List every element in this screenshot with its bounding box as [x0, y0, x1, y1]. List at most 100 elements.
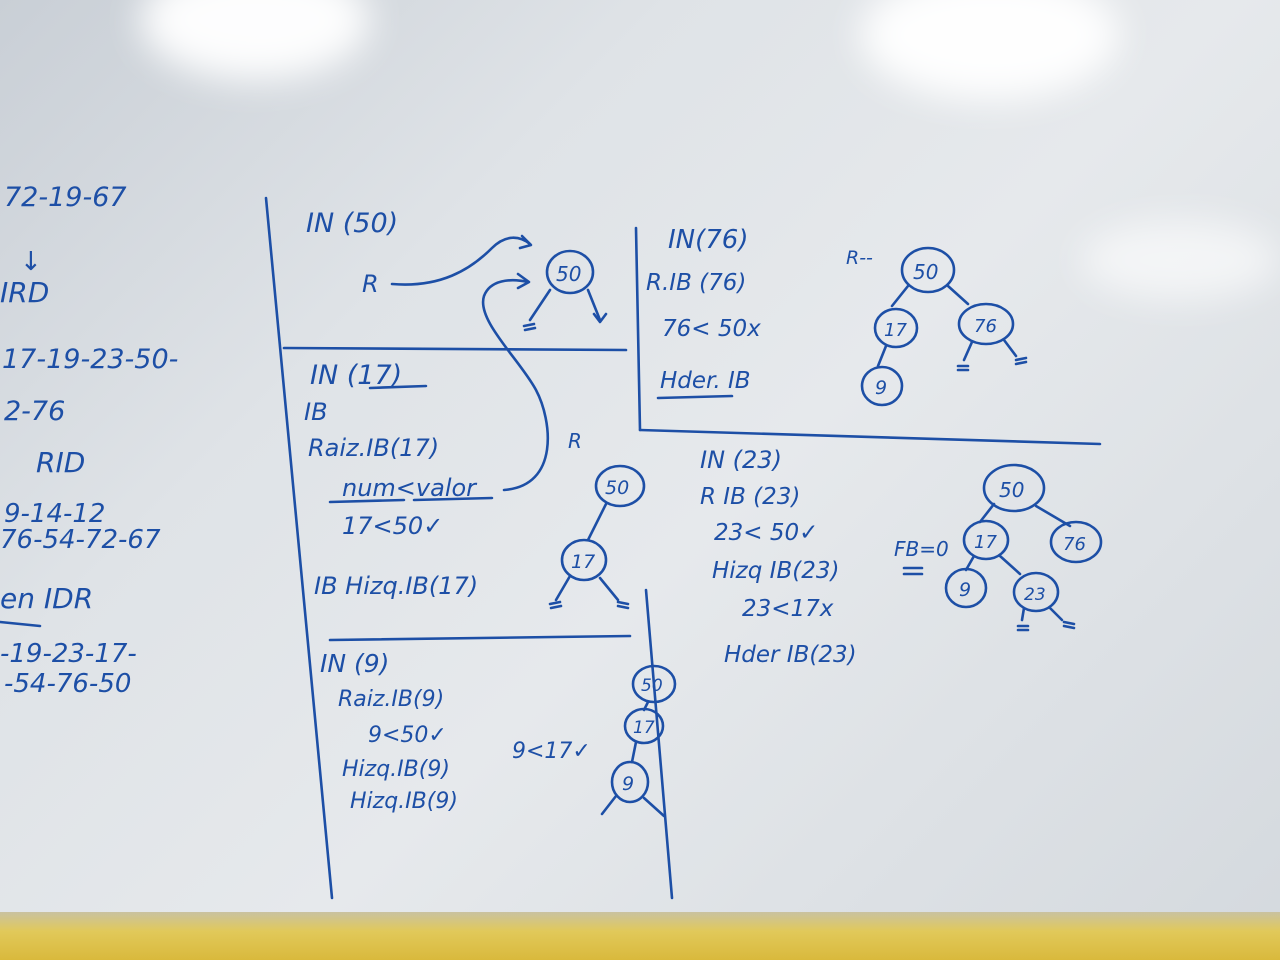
tree9-node-50-label: 50: [641, 676, 663, 696]
panel-in17-line-0: IB: [304, 398, 328, 426]
panel-in76-r-label: R--: [846, 247, 873, 269]
tree9-node-9-label: 9: [622, 773, 634, 795]
tree9-node-17-label: 17: [633, 718, 655, 738]
panel-in9-line-1: 9<50✓: [368, 723, 447, 748]
panel-in23-line-0: R IB (23): [700, 484, 800, 510]
left-line-9: -19-23-17-: [0, 639, 137, 669]
tree23-edges-17: [964, 554, 1022, 576]
tree76-node-76-label: 76: [974, 316, 997, 337]
panel-in23-double-underline: [902, 566, 924, 576]
node-circle-50: [545, 249, 595, 295]
panel-in9-side-note: 9<17✓: [512, 739, 591, 764]
left-column-notes: 72-19-67 ↓ IRD 17-19-23-50- 2-76 RID 9-1…: [0, 182, 178, 699]
panel-in17-line-3: 17<50✓: [342, 512, 443, 540]
panel-in9-title: IN (9): [320, 649, 389, 678]
left-line-6: 9-14-12: [4, 499, 105, 529]
tree23-node-9: [944, 567, 988, 609]
panel-in17-line-2: num<valor: [342, 474, 478, 502]
left-line-3: 17-19-23-50-: [2, 344, 178, 375]
panel-in9-line-0: Raiz.IB(9): [338, 687, 444, 712]
tree23-node-17-label: 17: [974, 532, 997, 553]
light-glare-mid: [1080, 220, 1280, 300]
tree23-null-marks: [1016, 620, 1076, 632]
divider-h-2: [328, 634, 632, 642]
tree23-node-17: [962, 519, 1010, 561]
panel-in23-title: IN (23): [700, 446, 782, 474]
tree17-node-50-label: 50: [605, 477, 629, 499]
divider-vertical-mid: [634, 226, 642, 432]
left-underline: [0, 620, 42, 628]
panel-in-17: IN (17) IB Raiz.IB(17) num<valor 17<50✓ …: [304, 360, 646, 610]
panel-in-23: IN (23) R IB (23) 23< 50✓ Hizq IB(23) 23…: [700, 446, 1103, 668]
divider-h-1: [282, 346, 628, 352]
panel-in23-line-2: Hizq IB(23): [712, 558, 839, 584]
tree9-edges-null: [600, 794, 666, 818]
left-line-2: IRD: [0, 276, 49, 309]
panel-in17-line-1: Raiz.IB(17): [308, 434, 439, 462]
arrow-head-1: [518, 234, 533, 250]
tree76-edge-17-9: [876, 344, 888, 368]
tree76-null-marks: [956, 356, 1028, 372]
panel-in23-line-3: 23<17x: [742, 596, 834, 622]
tree9-node-50: [631, 664, 677, 704]
divider-lines: [264, 196, 1102, 900]
left-line-1: ↓: [20, 247, 42, 277]
left-line-4: 2-76: [4, 396, 65, 427]
tree9-node-9: [610, 760, 650, 804]
tree76-node-9-label: 9: [875, 377, 887, 399]
panel-in17-underline: [328, 496, 494, 504]
panel-in-9: IN (9) Raiz.IB(9) 9<50✓ Hizq.IB(9) Hizq.…: [320, 649, 677, 818]
panel-in76-line-1: 76< 50x: [662, 316, 761, 342]
panel-in50-r-label: R: [362, 270, 379, 298]
panel-in17-r-label: R: [568, 429, 582, 453]
panel-in23-fb-label: FB=0: [894, 537, 949, 561]
left-line-10: -54-76-50: [4, 669, 131, 699]
tree76-node-50: [900, 246, 956, 294]
tree23-edges-null: [1020, 606, 1064, 622]
tree23-node-76: [1049, 520, 1103, 564]
divider-h-3: [656, 394, 734, 400]
tree76-node-17: [873, 307, 919, 349]
panel-in9-line-3: Hizq.IB(9): [350, 789, 458, 814]
tree17-node-17: [560, 538, 608, 582]
divider-h-4: [638, 428, 1102, 446]
left-line-5: RID: [36, 446, 85, 479]
whiteboard-tray: [0, 912, 1280, 960]
tree76-edges-root: [890, 284, 970, 308]
null-mark-left: [522, 322, 537, 332]
panel-in-50: IN (50) R 50: [306, 208, 608, 332]
tree9-edge-17-9: [630, 740, 638, 764]
tree23-node-50-label: 50: [999, 478, 1024, 502]
tree17-node-50: [594, 464, 646, 508]
edge-left: [528, 288, 552, 322]
divider-vertical-left: [264, 196, 334, 900]
tree17-node-17-label: 17: [571, 551, 595, 573]
tree23-node-50: [982, 463, 1046, 513]
tree76-edges-null: [962, 338, 1018, 362]
tree17-null-marks: [548, 600, 630, 610]
panel-in17-title: IN (17): [310, 360, 402, 391]
arrow-comparison-to-root: [481, 278, 550, 492]
tree76-node-9: [860, 365, 904, 407]
tree23-node-76-label: 76: [1063, 534, 1086, 555]
tree76-node-76: [957, 302, 1015, 346]
tree23-node-9-label: 9: [959, 579, 971, 601]
panel-in-76: IN(76) R.IB (76) 76< 50x Hder. IB R-- 50…: [646, 225, 1028, 407]
tree17-edge-50-17: [586, 502, 608, 542]
panel-in76-title: IN(76): [668, 225, 749, 255]
left-line-7: 76-54-72-67: [0, 525, 161, 555]
panel-in76-line-2: Hder. IB: [660, 368, 751, 394]
panel-in17-bottom-line: IB Hizq.IB(17): [314, 572, 478, 600]
left-line-0: 72-19-67: [4, 182, 127, 213]
panel-in76-line-0: R.IB (76): [646, 270, 746, 296]
left-line-8: en IDR: [0, 582, 93, 615]
tree23-node-23: [1012, 571, 1060, 613]
arrow-head-2: [516, 272, 531, 290]
panel-in9-line-2: Hizq.IB(9): [342, 757, 450, 782]
panel-in23-line-1: 23< 50✓: [714, 520, 818, 546]
panel-in17-title-underline: [368, 384, 428, 390]
tree76-node-50-label: 50: [913, 260, 938, 284]
light-glare-right: [860, 0, 1120, 100]
